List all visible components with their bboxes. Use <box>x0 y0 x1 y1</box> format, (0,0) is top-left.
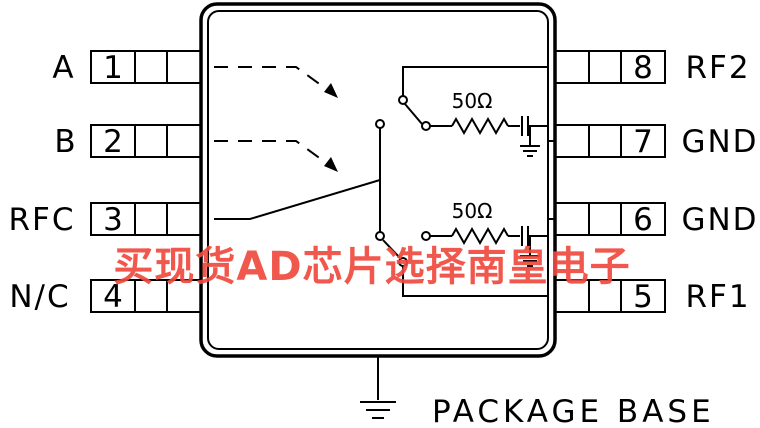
package-outline-inner <box>207 10 549 350</box>
pin-4: 4 N/C <box>9 279 202 315</box>
upper-termination: 50Ω <box>430 89 548 157</box>
rfc-contact-top <box>375 119 385 129</box>
pin-7-label: GND <box>681 124 758 160</box>
arrowhead-a <box>324 83 338 98</box>
pin-2: 2 B <box>54 124 202 160</box>
pin-4-number: 4 <box>103 279 123 315</box>
pin-2-number: 2 <box>103 124 123 160</box>
resistor-lower-label: 50Ω <box>452 199 493 223</box>
rf2-switch-blade <box>404 103 423 125</box>
rf1-line <box>402 266 548 297</box>
rf2-pivot <box>398 95 408 105</box>
pin-5: 5 RF1 <box>554 279 750 315</box>
pin-5-label: RF1 <box>685 279 750 315</box>
pin-2-label: B <box>54 124 77 160</box>
resistor-lower <box>451 226 509 246</box>
control-line-b <box>214 140 338 172</box>
package-base-label: PACKAGE BASE <box>432 394 715 428</box>
pin-6: 6 GND <box>554 202 758 238</box>
pin-7-number: 7 <box>633 124 653 160</box>
pin-6-number: 6 <box>633 202 653 238</box>
pin-1-number: 1 <box>103 50 123 86</box>
resistor-upper <box>451 116 509 136</box>
pin-3: 3 RFC <box>8 202 202 238</box>
pin-3-number: 3 <box>103 202 123 238</box>
lower-termination: 50Ω <box>430 199 548 267</box>
rf1-termination-contact <box>421 231 431 241</box>
rf2-termination-contact <box>421 121 431 131</box>
pin-6-label: GND <box>681 202 758 238</box>
pin-3-label: RFC <box>8 202 75 238</box>
pin-8-number: 8 <box>633 50 653 86</box>
rfc-line <box>214 128 381 220</box>
resistor-upper-label: 50Ω <box>452 89 493 113</box>
pin-8: 8 RF2 <box>554 50 750 86</box>
pin-8-label: RF2 <box>685 50 750 86</box>
package-base-ground <box>360 356 396 419</box>
pin-5-number: 5 <box>633 279 653 315</box>
pin-7: 7 GND <box>554 124 758 160</box>
pin-1-label: A <box>52 50 75 86</box>
rfc-contact-bottom <box>375 231 385 241</box>
pin-4-label: N/C <box>9 279 70 315</box>
rf2-line <box>402 66 548 96</box>
control-line-a <box>214 66 338 98</box>
pin-1: 1 A <box>52 50 202 86</box>
arrowhead-b <box>324 157 338 172</box>
watermark: 买现货AD芯片选择南皇电子 <box>113 244 630 290</box>
rf1-switch-blade <box>382 239 401 259</box>
